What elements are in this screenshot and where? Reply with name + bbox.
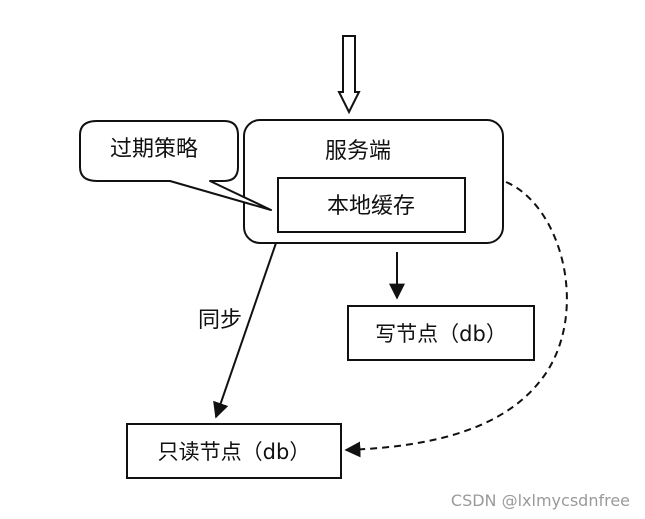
expiry-policy-label: 过期策略 [110, 137, 198, 162]
watermark: CSDN @lxlmycsdnfree [451, 491, 630, 510]
readonly-node-box [126, 423, 342, 479]
readonly-node-label: 只读节点（db） [158, 440, 311, 464]
incoming-request-arrow [337, 35, 361, 115]
local-cache-box [277, 177, 466, 233]
server-label: 服务端 [325, 139, 391, 164]
expiry-policy-callout [79, 120, 272, 211]
write-node-label: 写节点（db） [375, 322, 507, 346]
write-node-box [347, 305, 535, 361]
local-cache-label: 本地缓存 [327, 194, 415, 219]
dashed-replication-arrow [344, 181, 568, 458]
sync-label: 同步 [198, 308, 242, 333]
sync-arrow [213, 242, 277, 419]
